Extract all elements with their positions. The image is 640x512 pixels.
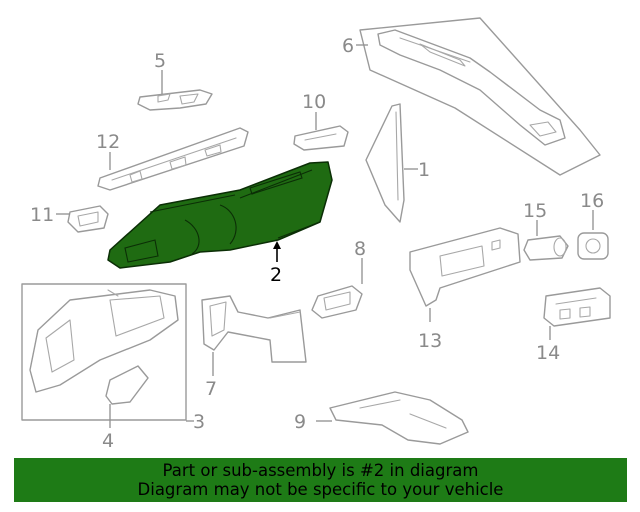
callout-14: 14: [536, 342, 560, 364]
info-banner: Part or sub-assembly is #2 in diagram Di…: [14, 458, 627, 502]
callout-5: 5: [154, 50, 166, 72]
callout-10: 10: [302, 91, 326, 113]
part-5-trim: [137, 89, 213, 111]
part-6-trim-panel: [377, 29, 566, 146]
banner-line-1: Part or sub-assembly is #2 in diagram: [162, 461, 479, 480]
banner-line-2: Diagram may not be specific to your vehi…: [137, 480, 504, 499]
callout-12: 12: [96, 131, 120, 153]
part-15-group: 15: [523, 200, 569, 261]
part-16-group: 16: [577, 190, 609, 260]
part-14-group: 14: [536, 287, 611, 364]
part-2-instrument-panel: [107, 161, 333, 269]
callout-2: 2: [270, 264, 282, 286]
callout-7: 7: [205, 378, 217, 400]
part-14-module: [543, 287, 611, 327]
parts-diagram: 6 5 10 12 1: [21, 17, 611, 452]
part-12-group: 12: [96, 127, 249, 191]
part-3-lower-trim: [29, 289, 179, 393]
part-1-group: 1: [365, 103, 430, 223]
callout-2-arrow: [273, 241, 281, 249]
part-2-group: 2: [107, 161, 333, 286]
callout-16: 16: [580, 190, 604, 212]
callout-3: 3: [193, 411, 205, 433]
part-3-group: 3 4: [21, 283, 205, 452]
callout-4: 4: [102, 430, 114, 452]
part-6-group: 6: [342, 17, 601, 176]
callout-11: 11: [30, 204, 54, 226]
part-7-bolster: [201, 295, 307, 363]
callout-6: 6: [342, 35, 354, 57]
part-9-group: 9: [294, 391, 469, 445]
part-7-group: 7: [201, 295, 307, 400]
part-10-vent: [293, 125, 349, 151]
part-13-panel: [409, 227, 521, 307]
part-1-panel: [365, 103, 405, 223]
part-4-cover: [105, 365, 149, 405]
part-5-group: 5: [137, 50, 213, 111]
part-10-group: 10: [293, 91, 349, 151]
part-11-group: 11: [30, 204, 109, 233]
callout-1: 1: [418, 159, 430, 181]
part-16-button: [577, 232, 609, 260]
callout-13: 13: [418, 330, 442, 352]
part-15-knob: [523, 235, 569, 261]
part-11-vent: [67, 205, 109, 233]
callout-8: 8: [354, 238, 366, 260]
callout-15: 15: [523, 200, 547, 222]
callout-9: 9: [294, 411, 306, 433]
part-9-duct: [329, 391, 469, 445]
part-8-group: 8: [311, 238, 366, 319]
part-13-group: 13: [409, 227, 521, 352]
part-8-handle: [311, 285, 363, 319]
